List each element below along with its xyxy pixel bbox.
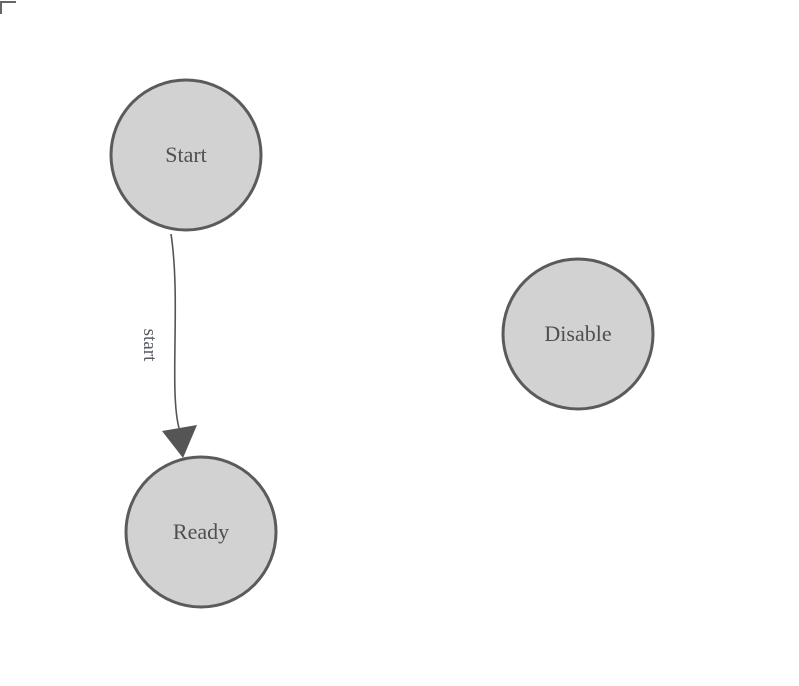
transition-start-to-ready: start (139, 233, 197, 458)
state-circle-start[interactable] (109, 78, 263, 232)
corner-bracket-mark (0, 1, 16, 14)
transition-label[interactable]: start (139, 329, 160, 362)
state-circle-ready[interactable] (124, 455, 278, 609)
transition-edge-line[interactable] (170, 233, 180, 429)
state-node-disable: Disable (501, 257, 655, 411)
state-circle-disable[interactable] (501, 257, 655, 411)
state-node-ready: Ready (124, 455, 278, 609)
arrowhead-icon[interactable] (162, 425, 197, 458)
state-node-start: Start (109, 78, 263, 232)
